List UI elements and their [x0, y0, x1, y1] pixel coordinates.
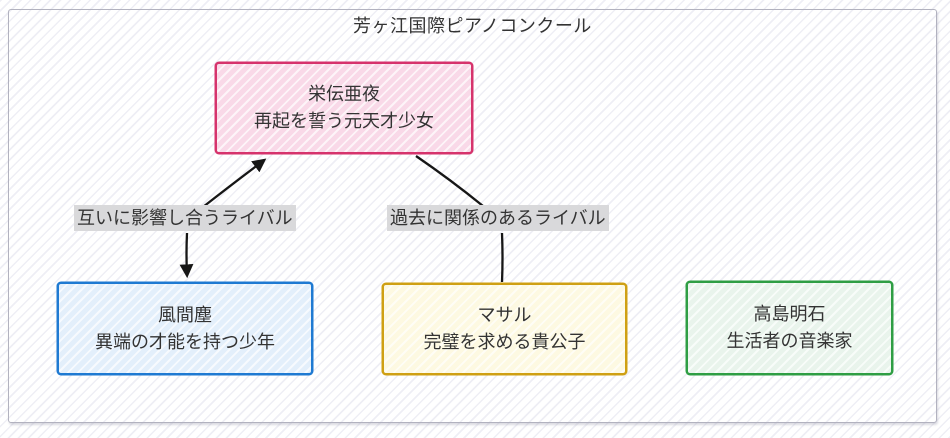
character-node-jin: 風間塵 異端の才能を持つ少年 [57, 282, 313, 375]
character-desc: 異端の才能を持つ少年 [95, 331, 275, 352]
diagram-title: 芳ヶ江国際ピアノコンクール [353, 16, 592, 36]
character-name: 風間塵 [158, 304, 212, 325]
character-name: 高島明石 [753, 304, 826, 324]
character-node-masaru: マサル 完璧を求める貴公子 [382, 283, 627, 375]
character-name: 栄伝亜夜 [308, 84, 380, 104]
character-desc: 完璧を求める貴公子 [423, 332, 586, 352]
edge-label-mutual-rivals: 互いに影響し合うライバル [74, 205, 296, 231]
character-name: マサル [477, 305, 532, 325]
character-desc: 再起を誓う元天才少女 [254, 111, 434, 131]
edge-label-past-rivals: 過去に関係のあるライバル [387, 205, 609, 231]
character-desc: 生活者の音楽家 [726, 331, 853, 351]
character-node-akashi: 高島明石 生活者の音楽家 [686, 281, 893, 375]
diagram-frame [8, 9, 937, 423]
character-node-aya: 栄伝亜夜 再起を誓う元天才少女 [215, 62, 473, 154]
